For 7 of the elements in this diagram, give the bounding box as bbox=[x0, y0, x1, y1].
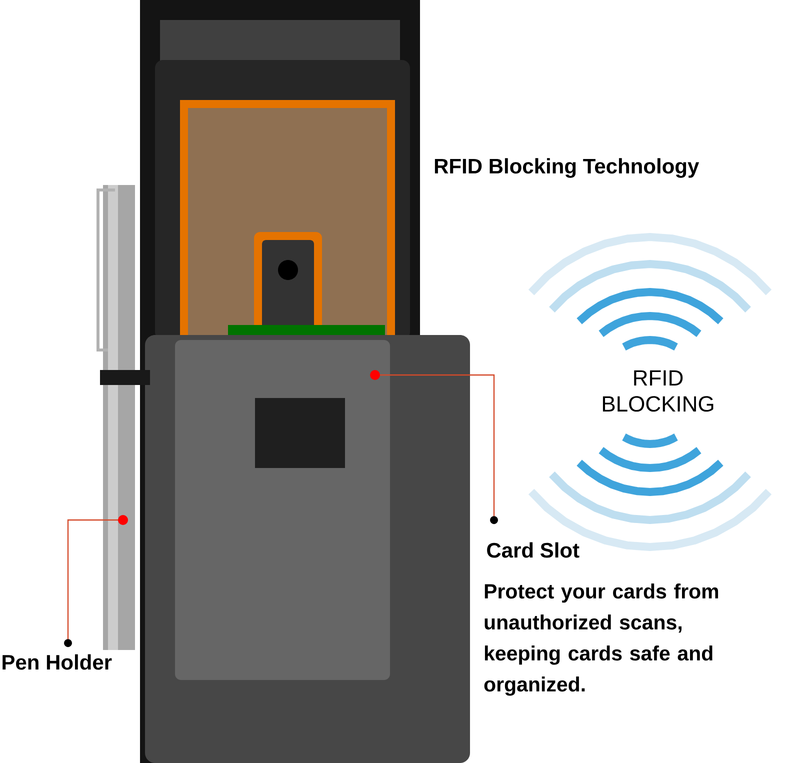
leader-line bbox=[64, 515, 128, 648]
heading: RFID Blocking Technology bbox=[434, 158, 700, 178]
icon-label: RFID BLOCKING bbox=[602, 370, 714, 412]
callout-label: Card Slot bbox=[487, 542, 580, 558]
callout-label: Pen Holder bbox=[2, 654, 112, 670]
leader-line bbox=[370, 370, 498, 524]
description: Protect your cards from unauthorized scans, keeping cards safe and organized. bbox=[484, 584, 718, 696]
